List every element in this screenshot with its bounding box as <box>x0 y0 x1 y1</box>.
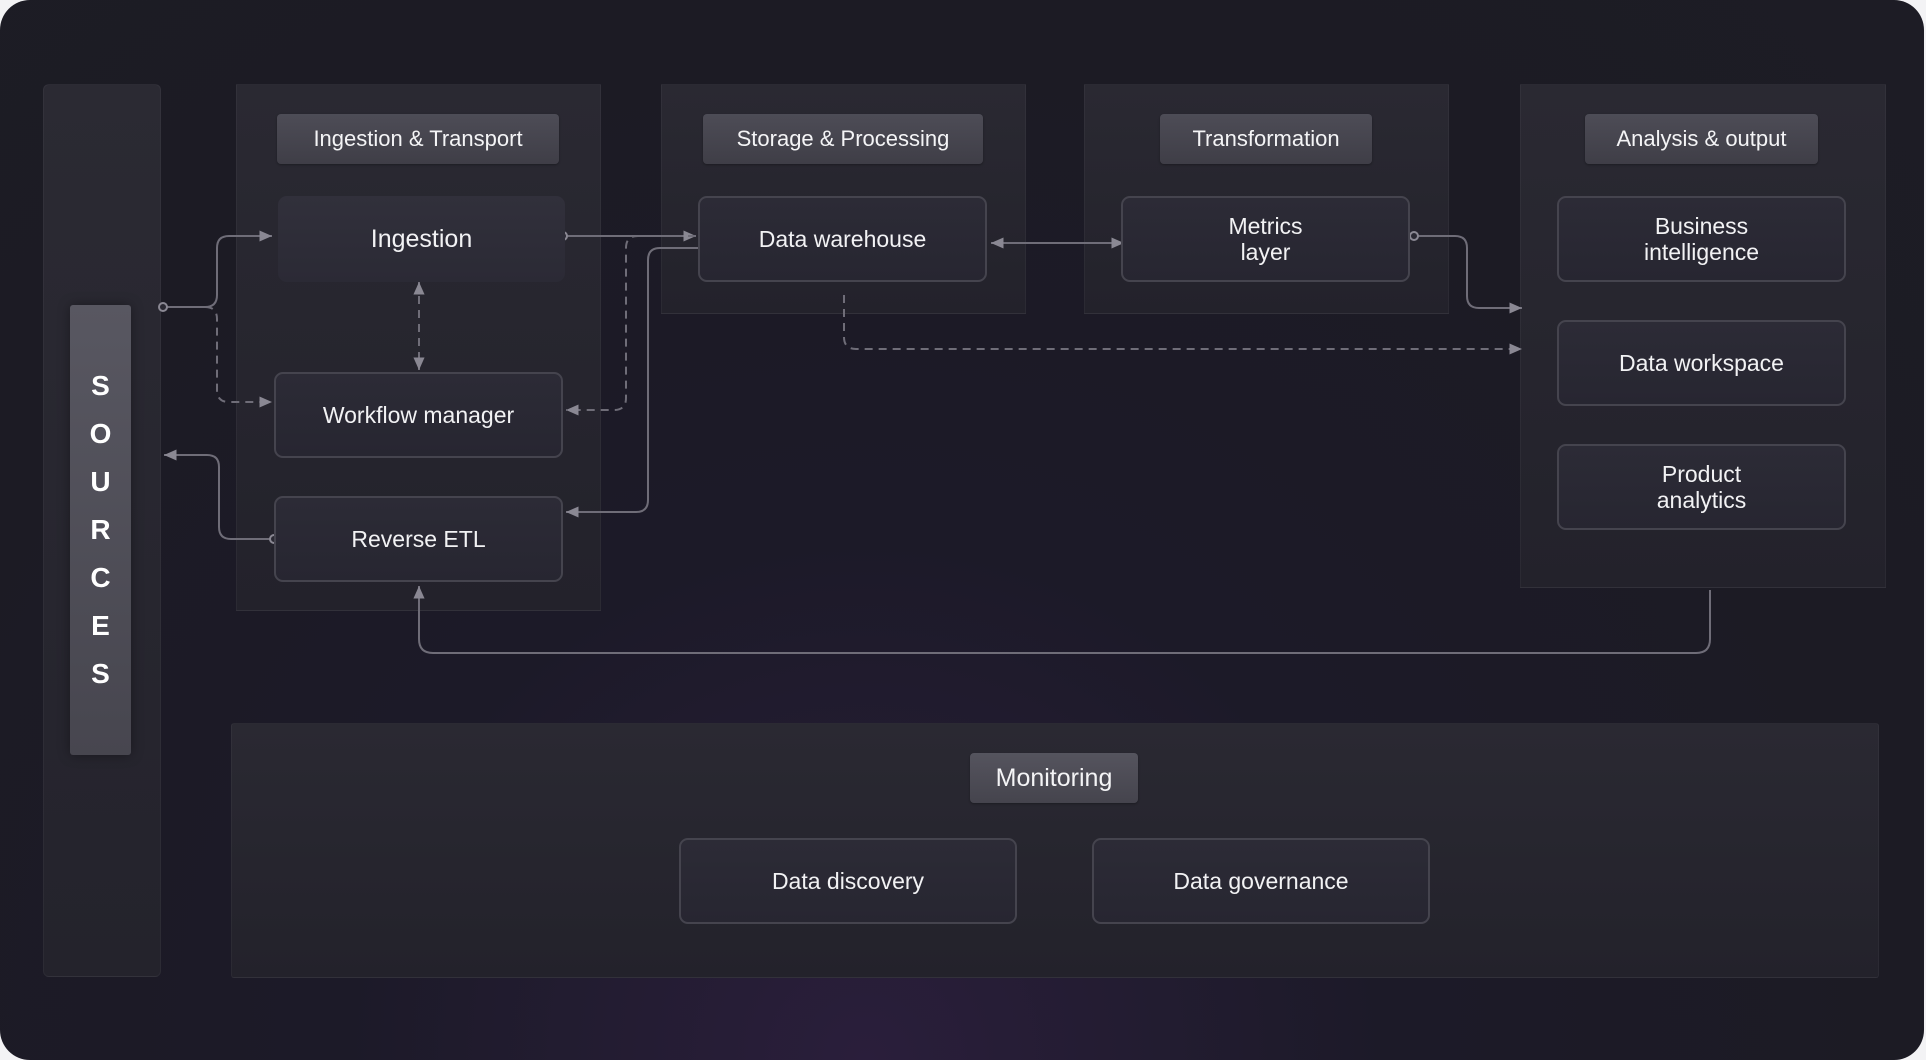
metrics-layer-node-label: Metrics layer <box>1228 213 1303 265</box>
reverse-etl-to-sources-connector <box>164 449 272 540</box>
sources-letter: S <box>91 658 110 689</box>
data-warehouse-node-label: Data warehouse <box>758 226 927 252</box>
business-intelligence-node-label: Business intelligence <box>1643 213 1760 265</box>
sources-to-ingestion-connector <box>163 230 272 308</box>
sources-to-workflow-connector <box>163 306 272 408</box>
warehouse-to-workflow-connector <box>566 235 696 416</box>
monitoring-title: Monitoring <box>970 753 1138 803</box>
business-intelligence-node[interactable]: Business intelligence <box>1557 196 1846 282</box>
ingestion-node[interactable]: Ingestion <box>278 196 565 282</box>
transformation-title: Transformation <box>1160 114 1372 164</box>
warehouse-to-analysis-connector <box>843 295 1522 355</box>
reverse-etl-node-label: Reverse ETL <box>351 526 486 552</box>
sources-letter: S <box>91 370 110 401</box>
analysis-to-reverse-etl-connector <box>413 586 1711 654</box>
sources-letter: R <box>90 514 111 545</box>
product-analytics-node[interactable]: Product analytics <box>1557 444 1846 530</box>
sources-bar: S O U R C E S <box>70 305 131 755</box>
data-workspace-node[interactable]: Data workspace <box>1557 320 1846 406</box>
warehouse-to-reverse-etl-connector <box>566 247 700 518</box>
product-analytics-node-label: Product analytics <box>1656 461 1747 513</box>
sources-letter: E <box>91 610 110 641</box>
ingestion-node-label: Ingestion <box>370 225 473 253</box>
data-discovery-node[interactable]: Data discovery <box>679 838 1017 924</box>
data-warehouse-node[interactable]: Data warehouse <box>698 196 987 282</box>
workflow-manager-node-label: Workflow manager <box>322 402 515 428</box>
metrics-to-analysis-connector <box>1414 235 1522 314</box>
data-workspace-node-label: Data workspace <box>1619 350 1784 376</box>
sources-port <box>158 302 168 312</box>
workflow-manager-node[interactable]: Workflow manager <box>274 372 563 458</box>
sources-letter: C <box>90 562 111 593</box>
metrics-port <box>1409 231 1419 241</box>
sources-letter: U <box>90 466 111 497</box>
ingestion-transport-title: Ingestion & Transport <box>277 114 559 164</box>
metrics-layer-node[interactable]: Metrics layer <box>1121 196 1410 282</box>
reverse-etl-node[interactable]: Reverse ETL <box>274 496 563 582</box>
data-governance-node[interactable]: Data governance <box>1092 838 1430 924</box>
data-discovery-node-label: Data discovery <box>771 868 925 894</box>
sources-letter: O <box>89 418 112 449</box>
data-governance-node-label: Data governance <box>1173 868 1349 894</box>
storage-processing-title: Storage & Processing <box>703 114 983 164</box>
analysis-output-title: Analysis & output <box>1585 114 1818 164</box>
